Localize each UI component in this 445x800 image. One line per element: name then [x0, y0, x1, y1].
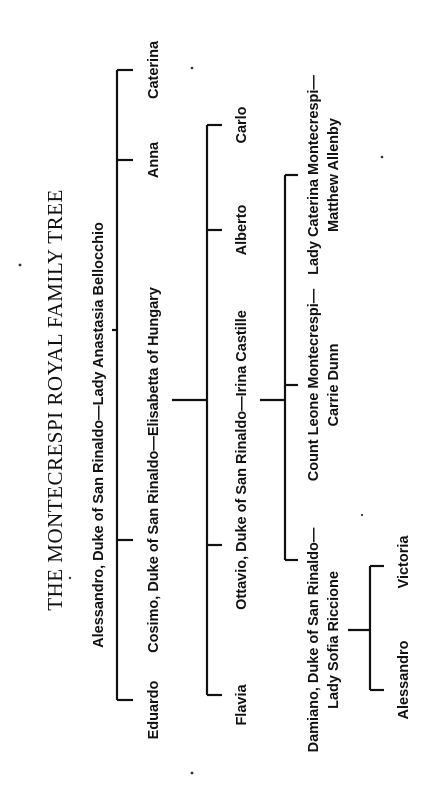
person-alberto: Alberto — [234, 204, 250, 255]
scan-speck — [68, 576, 72, 580]
person-flavia: Flavia — [234, 684, 250, 726]
person-alessandro-jr: Alessandro — [396, 640, 412, 719]
scan-speck — [190, 66, 194, 70]
person-carlo: Carlo — [234, 106, 250, 143]
scan-speck — [190, 771, 194, 775]
person-caterina: Caterina — [146, 40, 162, 99]
person-cosimo-couple: Cosimo, Duke of San Rinaldo—Elisabetta o… — [146, 287, 162, 653]
person-leone-line2: Carrie Dunn — [326, 344, 342, 427]
person-eduardo: Eduardo — [146, 680, 162, 739]
person-damiano-line2: Lady Sofia Riccione — [326, 571, 342, 709]
person-caterina-m-line2: Matthew Allenby — [326, 118, 342, 232]
person-caterina-m-line1: Lady Caterina Montecrespi— — [306, 75, 322, 275]
person-anna: Anna — [146, 141, 162, 178]
person-victoria: Victoria — [396, 535, 412, 589]
scan-speck — [18, 263, 22, 267]
person-ottavio-couple: Ottavio, Duke of San Rinaldo—Irina Casti… — [234, 310, 250, 610]
person-leone-line1: Count Leone Montecrespi— — [306, 288, 322, 481]
diagram-title: THE MONTECRESPI ROYAL FAMILY TREE — [43, 189, 67, 611]
person-alessandro-couple: Alessandro, Duke of San Rinaldo—Lady Ana… — [91, 222, 107, 648]
scan-speck — [360, 513, 364, 517]
person-damiano-line1: Damiano, Duke of San Rinaldo— — [306, 527, 322, 752]
scan-speck — [380, 155, 384, 159]
